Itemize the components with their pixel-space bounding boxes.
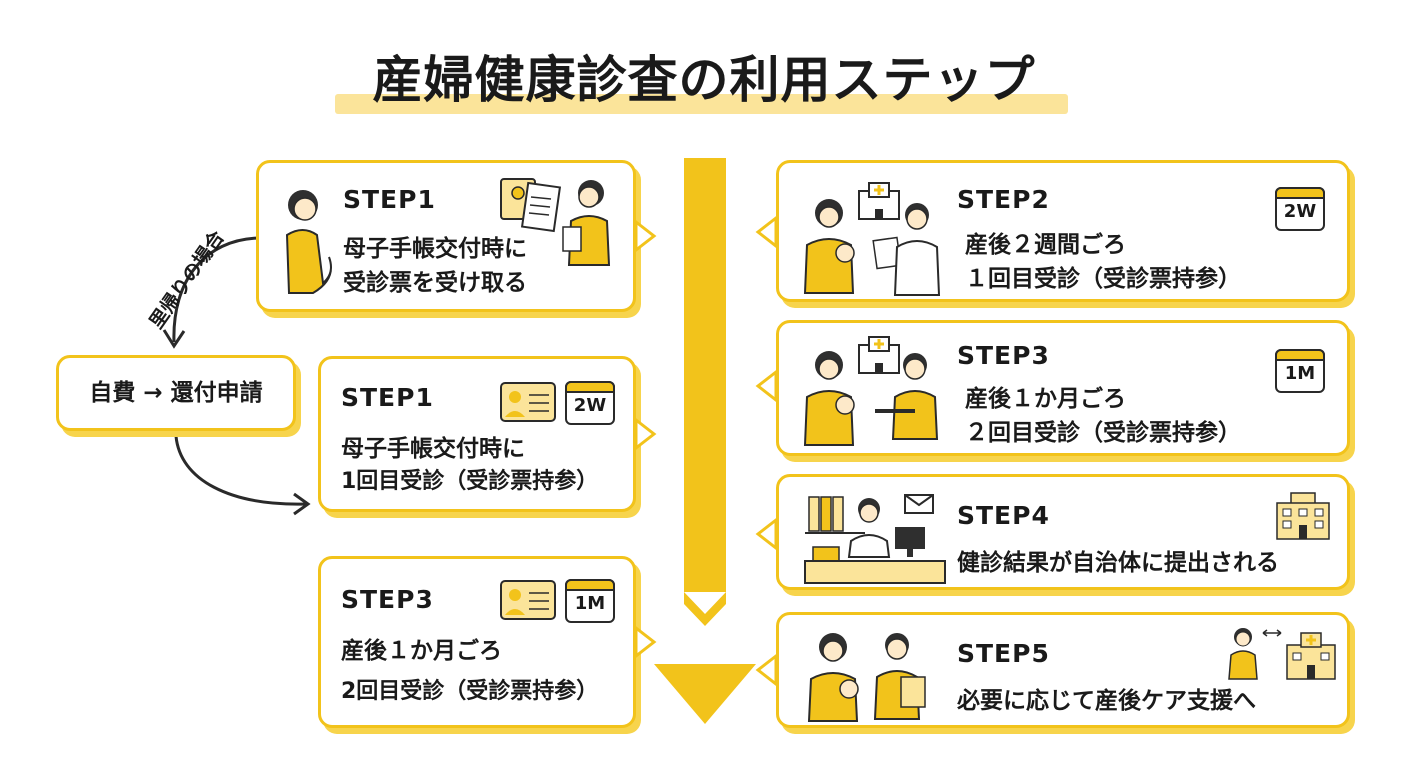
calendar-badge-text: 1M — [574, 593, 606, 614]
step-text-line2: 2回目受診（受診票持参） — [341, 679, 599, 704]
step-label: STEP3 — [341, 585, 434, 614]
pointer-right-3 — [755, 516, 778, 552]
support-worker-icon — [873, 633, 926, 720]
pointer-right-1 — [755, 214, 778, 250]
pointer-left-2 — [634, 416, 657, 452]
pointer-left-3 — [634, 624, 657, 660]
arc-arrow-top-head — [162, 329, 186, 349]
step-text-line1: 産後２週間ごろ — [965, 232, 1126, 258]
calendar-badge-text: 2W — [1283, 201, 1317, 222]
step-text-line2: 受診票を受け取る — [343, 270, 527, 296]
arc-arrow-bottom — [174, 435, 307, 506]
doctor-icon — [872, 203, 941, 296]
voucher-card-icon — [500, 382, 556, 422]
step-label: STEP1 — [341, 383, 434, 412]
card-left-step1-receive: STEP1 母子手帳交付時に 受診票を受け取る — [256, 160, 636, 312]
mother-baby-icon — [807, 633, 859, 722]
center-arrow-chevron — [684, 592, 726, 626]
voucher-card-icon — [500, 580, 556, 620]
step-text-line2: 1回目受診（受診票持参） — [341, 469, 599, 494]
calendar-icon: 1M — [564, 578, 615, 623]
pregnant-woman-icon — [285, 190, 332, 294]
card-left-step1-visit: 2W STEP1 母子手帳交付時に 1回目受診（受診票持参） — [318, 356, 636, 512]
center-arrow-shaft — [684, 158, 726, 592]
pointer-left-1 — [634, 218, 657, 254]
step-text-line1: 母子手帳交付時に — [343, 236, 527, 262]
step-text-line2: １回目受診（受診票持参） — [965, 266, 1241, 292]
step-text-line1: 産後１か月ごろ — [341, 638, 502, 664]
document-icon — [500, 178, 562, 233]
step-text-line1: 母子手帳交付時に — [341, 436, 525, 462]
staff-woman-icon — [562, 180, 611, 266]
mail-icon — [904, 494, 934, 514]
card-right-step2: 2W STEP2 産後２週間ごろ １回目受診（受診票持参） — [776, 160, 1350, 302]
office-desk-icon — [804, 496, 946, 584]
step-text-line1: 産後１か月ごろ — [965, 386, 1126, 412]
nurse-icon — [875, 353, 939, 440]
step-text-line1: 必要に応じて産後ケア支援へ — [957, 688, 1256, 714]
arc-arrow-bottom-head — [293, 492, 311, 516]
arc-arrow-top — [172, 236, 259, 343]
card-right-step3: 1M STEP3 産後１か月ごろ ２回目受診（受診票持参） — [776, 320, 1350, 456]
city-hall-icon — [1276, 492, 1330, 540]
hospital-icon — [858, 182, 900, 220]
step-label: STEP2 — [957, 185, 1050, 214]
calendar-icon: 1M — [1274, 348, 1325, 393]
pointer-right-4 — [755, 652, 778, 688]
page-title: 産婦健康診査の利用ステップ — [372, 51, 1036, 109]
hospital-icon — [858, 336, 900, 374]
card-right-step5: STEP5 必要に応じて産後ケア支援へ — [776, 612, 1350, 728]
step-label: STEP3 — [957, 341, 1050, 370]
step-label: STEP5 — [957, 639, 1050, 668]
step-text-line2: ２回目受診（受診票持参） — [965, 420, 1241, 446]
calendar-badge-text: 2W — [573, 395, 607, 416]
hospital-icon — [1228, 628, 1336, 680]
mother-baby-icon — [803, 199, 855, 294]
card-right-step4: STEP4 健診結果が自治体に提出される — [776, 474, 1350, 590]
mother-baby-icon — [803, 351, 855, 446]
self-pay-reimbursement: 自費 → 還付申請 — [56, 355, 296, 431]
card-left-step3: 1M STEP3 産後１か月ごろ 2回目受診（受診票持参） — [318, 556, 636, 728]
step-label: STEP4 — [957, 501, 1050, 530]
title-wrap: 産婦健康診査の利用ステップ — [0, 48, 1408, 112]
title-highlight — [335, 94, 1068, 114]
center-arrow-head — [654, 664, 756, 724]
calendar-icon: 2W — [564, 380, 615, 425]
step-label: STEP1 — [343, 185, 436, 214]
step-text-line1: 健診結果が自治体に提出される — [957, 550, 1279, 576]
calendar-badge-text: 1M — [1284, 363, 1316, 384]
calendar-icon: 2W — [1274, 186, 1325, 231]
pointer-right-2 — [755, 368, 778, 404]
